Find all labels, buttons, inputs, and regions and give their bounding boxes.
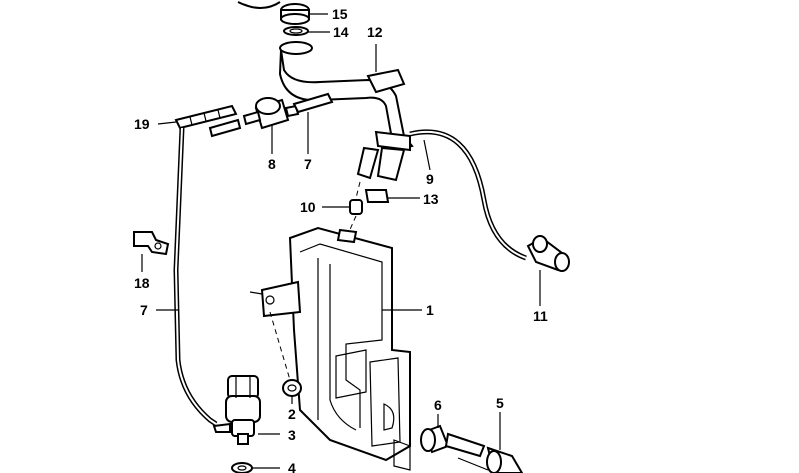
ring-part-14 xyxy=(283,26,309,36)
callout-10: 10 xyxy=(300,199,316,215)
hose-segments-part-19 xyxy=(174,104,242,138)
connector-part-11 xyxy=(526,235,570,272)
callout-13: 13 xyxy=(423,191,439,207)
filler-tube-part-12 xyxy=(278,41,414,182)
callout-2: 2 xyxy=(288,406,296,422)
hose-part-7-left xyxy=(173,127,218,427)
check-valve-part-8 xyxy=(242,97,300,130)
callout-7-top: 7 xyxy=(304,156,312,172)
filler-cap xyxy=(237,1,281,9)
callout-9: 9 xyxy=(426,171,434,187)
callout-3: 3 xyxy=(288,427,296,443)
callout-11: 11 xyxy=(533,308,548,324)
callout-4: 4 xyxy=(288,460,296,473)
callout-8: 8 xyxy=(268,156,276,172)
clip-part-18 xyxy=(133,231,170,256)
callout-12: 12 xyxy=(367,24,383,40)
grommet-part-2 xyxy=(282,379,302,397)
callout-14: 14 xyxy=(333,24,349,40)
hose-part-7-top xyxy=(292,92,334,114)
washer-pump-part-3 xyxy=(212,375,261,445)
hose-stubs xyxy=(347,146,390,235)
leader-lines xyxy=(141,13,541,469)
ring-part-4 xyxy=(231,462,253,473)
callout-18: 18 xyxy=(134,275,150,291)
callout-19: 19 xyxy=(134,116,150,132)
callout-1: 1 xyxy=(426,302,434,318)
grommet-part-6 xyxy=(420,424,486,458)
callout-15: 15 xyxy=(332,6,348,22)
callout-6: 6 xyxy=(434,397,442,413)
grommet-part-15 xyxy=(280,3,310,25)
callout-7-left: 7 xyxy=(140,302,148,318)
hose-part-9 xyxy=(409,129,527,261)
reservoir-part-1 xyxy=(249,226,411,471)
callout-5: 5 xyxy=(496,395,504,411)
washer-pump-part-5 xyxy=(457,446,524,473)
